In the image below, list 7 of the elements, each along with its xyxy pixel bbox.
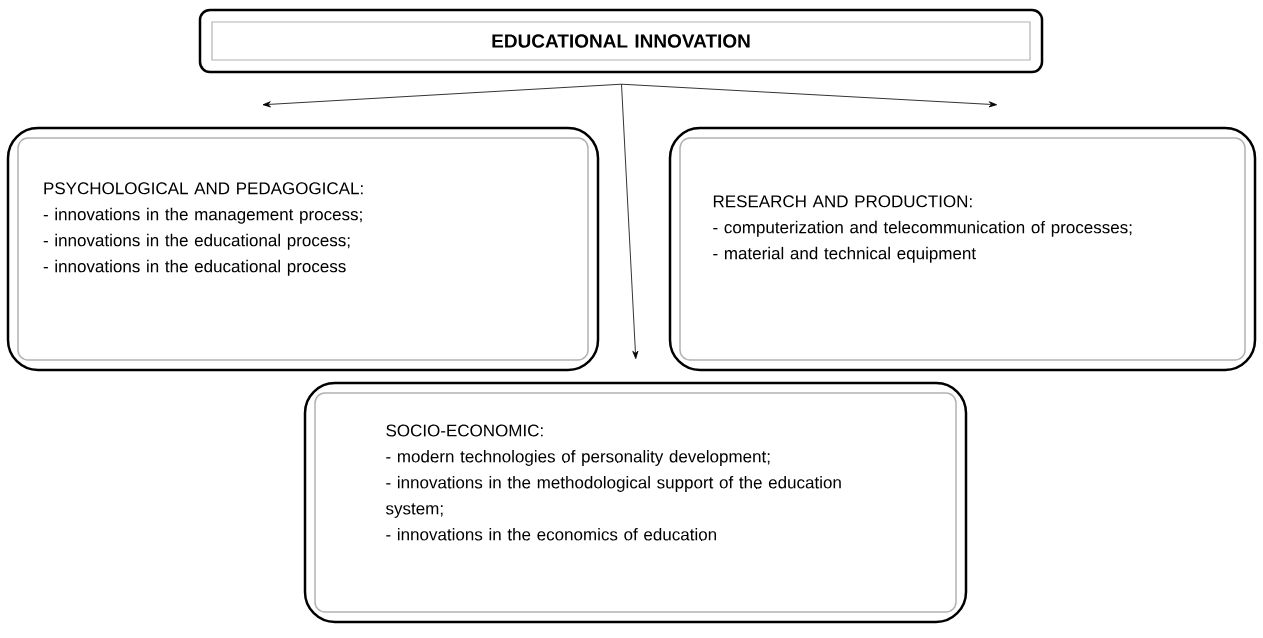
- category-box: PSYCHOLOGICAL AND PEDAGOGICAL: - innovations in the management process; - innovations in the educational process; - innovations in the educational process: [6, 126, 600, 372]
- arrow: [621, 83, 639, 359]
- arrow: [621, 83, 997, 108]
- category-box: SOCIO-ECONOMIC: - modern technologies of personality development; - innovations in the methodological support of the education system; - innovations in the economics of education: [303, 381, 968, 624]
- arrow: [262, 83, 622, 108]
- title-box: EDUCATIONAL INNOVATION: [198, 8, 1044, 74]
- category-box: RESEARCH AND PRODUCTION: - computerization and telecommunication of processes; - material and technical equipment: [668, 126, 1257, 372]
